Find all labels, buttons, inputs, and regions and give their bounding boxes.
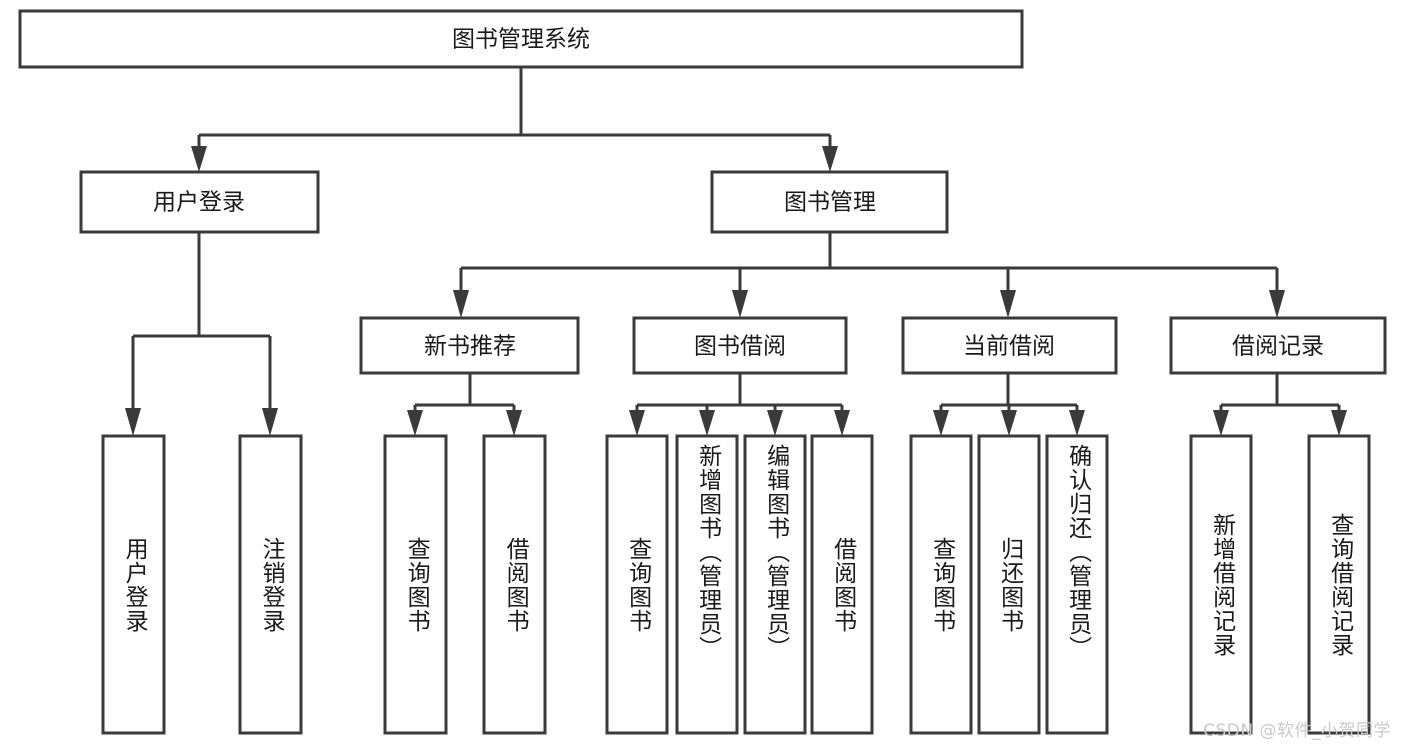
- csdn-watermark: CSDN @软件_小贺同学: [1203, 721, 1391, 741]
- leaf-user-logout-rect[interactable]: [238, 434, 303, 735]
- leaf-query-book-1-rect[interactable]: [383, 434, 448, 735]
- arrow-head-user-login: [191, 146, 207, 172]
- arrow-head-leaf-add-record: [1213, 410, 1229, 436]
- arrow-head-current-borrow: [1000, 290, 1016, 318]
- node-borrow-record-rect[interactable]: [1169, 316, 1387, 375]
- arrow-head-leaf-borrow-book-1: [506, 410, 522, 436]
- leaf-borrow-book-1-rect[interactable]: [482, 434, 547, 735]
- node-root-rect[interactable]: [18, 9, 1024, 69]
- arrow-head-book-borrow: [732, 290, 748, 318]
- leaf-query-book-3-rect[interactable]: [909, 434, 973, 735]
- node-new-book-rec[interactable]: 新书推荐: [359, 316, 580, 375]
- leaf-edit-book-rect[interactable]: [743, 434, 807, 735]
- leaf-user-login-rect[interactable]: [101, 434, 166, 735]
- leaf-return-book-rect[interactable]: [977, 434, 1041, 735]
- leaf-confirm-return-rect[interactable]: [1045, 434, 1109, 735]
- arrow-head-leaf-user-logout: [262, 408, 278, 436]
- node-book-manage-rect[interactable]: [710, 170, 949, 234]
- leaf-borrow-book-2-rect[interactable]: [810, 434, 874, 735]
- arrow-head-leaf-query-record: [1331, 410, 1347, 436]
- node-current-borrow-label: 当前借阅: [963, 334, 1055, 360]
- node-new-book-rec-rect[interactable]: [359, 316, 580, 375]
- arrow-head-leaf-add-book: [699, 410, 715, 436]
- node-root[interactable]: 图书管理系统: [18, 9, 1024, 69]
- node-current-borrow[interactable]: 当前借阅: [901, 316, 1118, 375]
- leaf-query-record-rect[interactable]: [1307, 434, 1371, 735]
- arrow-head-book-manage: [822, 146, 838, 172]
- arrow-head-leaf-return-book: [1001, 410, 1017, 436]
- node-new-book-rec-label: 新书推荐: [424, 334, 516, 360]
- node-book-borrow[interactable]: 图书借阅: [632, 316, 848, 375]
- arrow-head-leaf-confirm-return: [1069, 410, 1085, 436]
- node-book-borrow-label: 图书借阅: [694, 334, 786, 360]
- node-book-manage[interactable]: 图书管理: [710, 170, 949, 234]
- node-borrow-record[interactable]: 借阅记录: [1169, 316, 1387, 375]
- leaf-add-book-rect[interactable]: [675, 434, 739, 735]
- node-book-borrow-rect[interactable]: [632, 316, 848, 375]
- node-book-manage-label: 图书管理: [784, 190, 876, 216]
- node-box-layer: 图书管理系统 用户登录 图书管理 新书推荐 图书借阅 当前: [18, 9, 1387, 735]
- node-user-login-rect[interactable]: [79, 170, 320, 234]
- arrow-head-new-book-rec: [453, 290, 469, 318]
- leaf-query-book-2-rect[interactable]: [605, 434, 669, 735]
- node-root-label: 图书管理系统: [452, 27, 590, 53]
- arrow-head-borrow-record: [1269, 290, 1285, 318]
- node-current-borrow-rect[interactable]: [901, 316, 1118, 375]
- arrow-head-leaf-borrow-book-2: [834, 410, 850, 436]
- arrow-head-leaf-query-book-2: [629, 410, 645, 436]
- leaf-add-record-rect[interactable]: [1189, 434, 1253, 735]
- arrow-head-leaf-user-login: [125, 408, 141, 436]
- node-borrow-record-label: 借阅记录: [1232, 334, 1324, 360]
- arrow-head-leaf-edit-book: [767, 410, 783, 436]
- arrow-head-leaf-query-book-1: [407, 410, 423, 436]
- node-user-login-label: 用户登录: [153, 190, 245, 216]
- arrow-head-leaf-query-book-3: [933, 410, 949, 436]
- node-user-login[interactable]: 用户登录: [79, 170, 320, 234]
- connector-layer: [125, 67, 1347, 436]
